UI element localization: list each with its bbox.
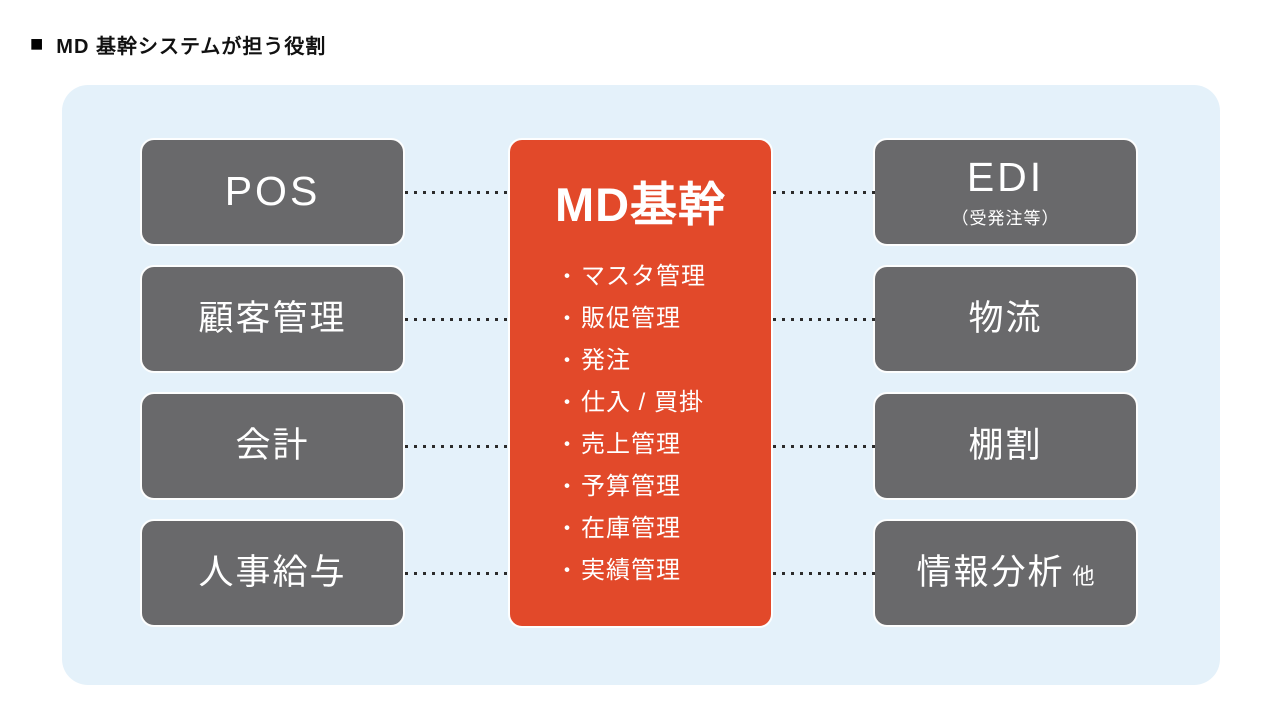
md-function-item: ・予算管理 — [556, 466, 771, 508]
connector-line — [773, 572, 875, 575]
diagram-panel: POS 顧客管理 会計 人事給与 MD基幹 ・マスタ管理 ・販促管理 ・発注 ・… — [62, 85, 1220, 685]
box-logistics: 物流 — [873, 265, 1138, 373]
md-function-label: 在庫管理 — [581, 515, 682, 543]
box-md-core: MD基幹 ・マスタ管理 ・販促管理 ・発注 ・仕入 / 買掛 ・売上管理 ・予算… — [508, 138, 773, 628]
md-function-label: 販促管理 — [581, 305, 682, 333]
bullet-icon: ・ — [556, 558, 580, 584]
page-header: ■ MD 基幹システムが担う役割 — [30, 30, 326, 59]
md-function-label: 売上管理 — [581, 431, 682, 459]
md-function-item: ・仕入 / 買掛 — [556, 382, 771, 424]
connector-line — [773, 445, 875, 448]
title-square-marker: ■ — [30, 30, 44, 56]
md-function-item: ・実績管理 — [556, 550, 771, 592]
md-function-label: 発注 — [581, 347, 632, 375]
page-title: MD 基幹システムが担う役割 — [56, 36, 327, 58]
box-customer-management: 顧客管理 — [140, 265, 405, 373]
box-pos: POS — [140, 138, 405, 246]
box-accounting-label: 会計 — [235, 425, 310, 465]
box-edi: EDI （受発注等） — [873, 138, 1138, 246]
bullet-icon: ・ — [556, 474, 580, 500]
connector-line — [405, 191, 508, 194]
box-edi-label: EDI — [966, 154, 1045, 201]
md-core-title: MD基幹 — [554, 178, 727, 231]
md-function-label: 仕入 / 買掛 — [581, 389, 705, 417]
md-function-item: ・販促管理 — [556, 298, 771, 340]
connector-line — [773, 191, 875, 194]
box-shelf-allocation: 棚割 — [873, 392, 1138, 500]
box-information-analysis: 情報分析 他 — [873, 519, 1138, 627]
bullet-icon: ・ — [556, 390, 580, 416]
md-core-function-list: ・マスタ管理 ・販促管理 ・発注 ・仕入 / 買掛 ・売上管理 ・予算管理 ・在… — [510, 256, 771, 592]
connector-line — [773, 318, 875, 321]
box-edi-sublabel: （受発注等） — [951, 208, 1060, 228]
box-shelf-allocation-label: 棚割 — [968, 425, 1043, 465]
md-function-item: ・在庫管理 — [556, 508, 771, 550]
box-accounting: 会計 — [140, 392, 405, 500]
box-hr-payroll-label: 人事給与 — [198, 552, 347, 592]
md-function-label: マスタ管理 — [581, 263, 707, 291]
connector-line — [405, 445, 508, 448]
box-information-analysis-label: 情報分析 — [916, 552, 1065, 592]
connector-line — [405, 572, 508, 575]
bullet-icon: ・ — [556, 264, 580, 290]
md-function-label: 実績管理 — [581, 557, 682, 585]
md-function-label: 予算管理 — [581, 473, 682, 501]
box-hr-payroll: 人事給与 — [140, 519, 405, 627]
md-function-item: ・マスタ管理 — [556, 256, 771, 298]
connector-line — [405, 318, 508, 321]
bullet-icon: ・ — [556, 348, 580, 374]
md-function-item: ・売上管理 — [556, 424, 771, 466]
box-customer-management-label: 顧客管理 — [198, 298, 347, 338]
bullet-icon: ・ — [556, 306, 580, 332]
box-information-analysis-suffix: 他 — [1072, 563, 1095, 589]
box-logistics-label: 物流 — [968, 298, 1043, 338]
bullet-icon: ・ — [556, 516, 580, 542]
box-pos-label: POS — [224, 168, 321, 215]
bullet-icon: ・ — [556, 432, 580, 458]
md-function-item: ・発注 — [556, 340, 771, 382]
